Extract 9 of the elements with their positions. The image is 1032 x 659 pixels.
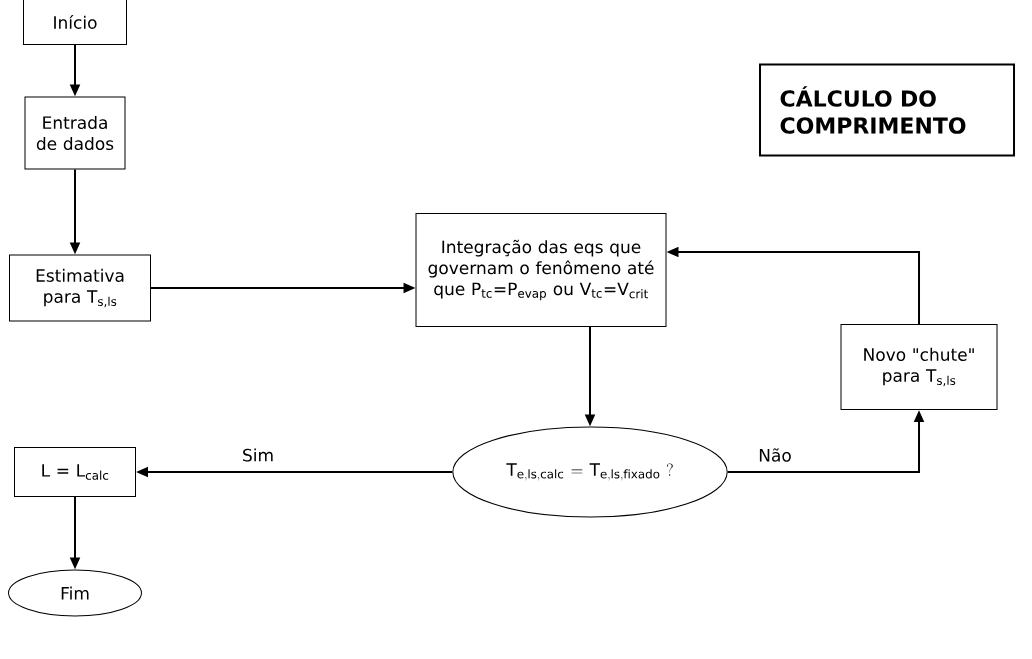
title-box: CÁLCULO DO COMPRIMENTO — [759, 63, 1015, 157]
edge-label: Não — [757, 447, 793, 463]
start-box: Início — [23, 0, 127, 45]
edge-label: Sim — [240, 447, 276, 463]
result-box: L = L$_{calc}$ — [14, 447, 136, 497]
process-box: Novo "chute" para T$_{s,ls}$ — [840, 324, 998, 410]
process-box: Estimativa para T$_{s,ls}$ — [9, 254, 151, 322]
process-box: Integração das eqs que governam o fenômeno até que P$_{tc}$=P$_{evap}$ ou V$_{tc}$=V$_{crit}$ — [415, 213, 667, 327]
process-box: Entrada de dados — [24, 96, 126, 170]
